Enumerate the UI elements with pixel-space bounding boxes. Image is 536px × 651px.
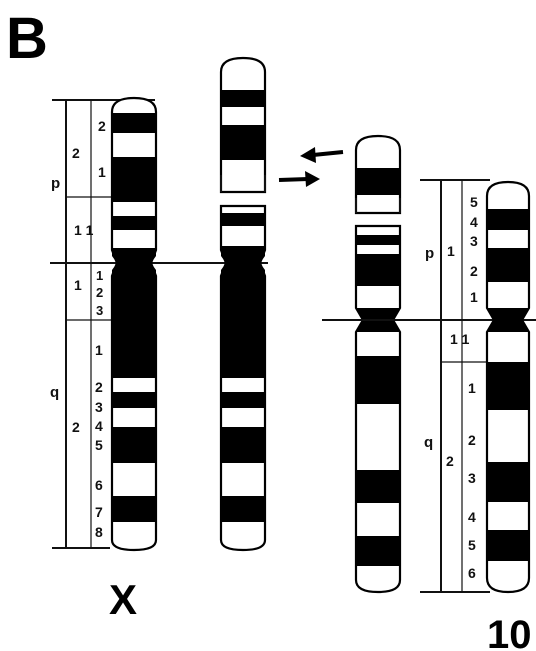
x-q2-sub-8: 8 — [95, 524, 103, 540]
label-x: X — [109, 576, 137, 623]
x-q-region-1: 1 — [74, 277, 82, 293]
ten-q-sub-6: 6 — [468, 565, 476, 581]
x-p-sub-2: 2 — [98, 118, 106, 134]
chromosome-x-derivative — [219, 56, 267, 552]
chromosome-x-normal — [110, 96, 158, 552]
ten-q-sub-4: 4 — [468, 509, 476, 525]
ten-q-sub-2: 2 — [468, 432, 476, 448]
x-p-sub-1: 1 — [98, 164, 106, 180]
left-arrow — [300, 147, 344, 163]
x-q2-sub-5: 5 — [95, 437, 103, 453]
x-arm-q: q — [50, 384, 59, 401]
x-p-region-11: 1 1 — [74, 222, 94, 238]
x-q2-sub-3: 3 — [95, 399, 103, 415]
x-q2-sub-1: 1 — [95, 342, 103, 358]
right-arrow — [278, 171, 320, 187]
x-p-region-2: 2 — [72, 145, 80, 161]
x-q2-sub-4: 4 — [95, 418, 103, 434]
ten-cen-region: 1 1 — [450, 331, 470, 347]
x-band-scale — [50, 99, 268, 549]
ten-q-sub-5: 5 — [468, 537, 476, 553]
ten-p-region-1: 1 — [447, 243, 455, 259]
x-q2-sub-6: 6 — [95, 477, 103, 493]
x-q-region-2: 2 — [72, 419, 80, 435]
x-q11-sub-2: 2 — [96, 285, 103, 300]
x-arm-p: p — [51, 175, 60, 192]
x-q2-sub-2: 2 — [95, 379, 103, 395]
ten-arm-p: p — [425, 245, 434, 262]
ten-arm-q: q — [424, 434, 433, 451]
panel-label: B — [6, 6, 48, 71]
x-q11-sub-3: 3 — [96, 303, 103, 318]
chromosome-10-derivative — [354, 134, 402, 594]
ten-p-sub-1: 1 — [470, 289, 478, 305]
ten-p-sub-2: 2 — [470, 263, 478, 279]
ten-p-sub-5: 5 — [470, 194, 478, 210]
ten-p-sub-3: 3 — [470, 233, 478, 249]
ten-p-sub-4: 4 — [470, 214, 478, 230]
label-10: 10 — [487, 613, 532, 651]
x-q11-sub-1: 1 — [96, 268, 103, 283]
chromosome-10-normal — [485, 180, 531, 594]
ten-q-sub-3: 3 — [468, 470, 476, 486]
ten-q-region-2: 2 — [446, 453, 454, 469]
ten-q-sub-1: 1 — [468, 380, 476, 396]
x-q2-sub-7: 7 — [95, 504, 103, 520]
